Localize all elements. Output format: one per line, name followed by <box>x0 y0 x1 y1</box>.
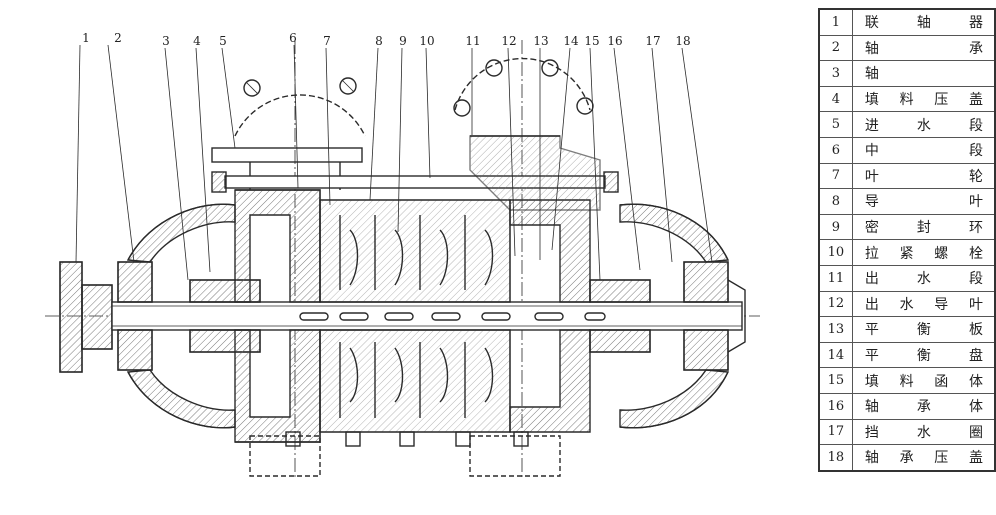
part-number: 6 <box>818 136 853 164</box>
callout-8: 8 <box>375 34 383 48</box>
part-name: 导叶 <box>851 188 996 215</box>
part-name: 联轴器 <box>851 8 996 36</box>
part-name: 轴 <box>851 60 996 87</box>
right-bearing-housing <box>619 203 746 429</box>
part-number: 15 <box>818 367 853 394</box>
part-name: 叶轮 <box>851 162 996 190</box>
part-number: 5 <box>818 111 853 138</box>
callout-12: 12 <box>501 34 517 48</box>
callout-6: 6 <box>289 31 297 45</box>
callout-13: 13 <box>533 34 549 48</box>
foot-bolts <box>285 431 529 447</box>
part-name: 填料压盖 <box>851 85 996 113</box>
part-number: 13 <box>818 316 853 343</box>
part-name: 轴承压盖 <box>851 444 996 472</box>
middle-stages <box>319 199 511 433</box>
outlet-section <box>249 135 601 477</box>
part-name: 密封环 <box>851 213 996 241</box>
part-number: 3 <box>818 60 853 87</box>
callout-7: 7 <box>323 34 331 48</box>
part-name: 拉紧螺栓 <box>851 239 996 266</box>
part-name: 填料函体 <box>851 367 996 394</box>
part-number: 1 <box>818 8 853 36</box>
part-name: 挡水圈 <box>851 418 996 446</box>
part-name: 进水段 <box>851 111 996 138</box>
part-number: 14 <box>818 341 853 369</box>
callout-11: 11 <box>465 34 481 48</box>
pump-section-svg <box>45 40 760 480</box>
callout-18: 18 <box>675 34 691 48</box>
left-bearing-housing <box>117 203 236 429</box>
part-number: 4 <box>818 85 853 113</box>
callout-2: 2 <box>114 31 122 45</box>
shaft <box>111 301 743 331</box>
callout-15: 15 <box>584 34 600 48</box>
part-name: 出水段 <box>851 264 996 292</box>
callout-1: 1 <box>82 31 90 45</box>
part-number: 8 <box>818 188 853 215</box>
shaft-keyways <box>299 312 606 321</box>
pump-cross-section-drawing: 1 2 3 4 5 6 7 8 9 10 11 12 13 14 15 16 1… <box>45 31 760 480</box>
part-number: 2 <box>818 34 853 62</box>
part-name: 轴承 <box>851 34 996 62</box>
part-number: 17 <box>818 418 853 446</box>
callout-17: 17 <box>645 34 661 48</box>
part-number: 7 <box>818 162 853 190</box>
callout-10: 10 <box>419 34 435 48</box>
callout-14: 14 <box>563 34 579 48</box>
part-number: 12 <box>818 290 853 318</box>
part-name: 轴承体 <box>851 392 996 420</box>
outlet-flange <box>453 57 594 117</box>
part-name: 平衡盘 <box>851 341 996 369</box>
coupling <box>59 261 113 373</box>
callout-16: 16 <box>607 34 623 48</box>
part-number: 10 <box>818 239 853 266</box>
part-name: 出水导叶 <box>851 290 996 318</box>
part-name: 平衡板 <box>851 316 996 343</box>
callout-3: 3 <box>162 34 170 48</box>
part-number: 18 <box>818 444 853 472</box>
inlet-flange <box>234 77 366 137</box>
callout-5: 5 <box>219 34 227 48</box>
part-number: 16 <box>818 392 853 420</box>
callout-4: 4 <box>193 34 201 48</box>
part-name: 中段 <box>851 136 996 164</box>
callout-9: 9 <box>399 34 407 48</box>
leader-lines <box>75 44 713 281</box>
part-number: 11 <box>818 264 853 292</box>
part-number: 9 <box>818 213 853 241</box>
